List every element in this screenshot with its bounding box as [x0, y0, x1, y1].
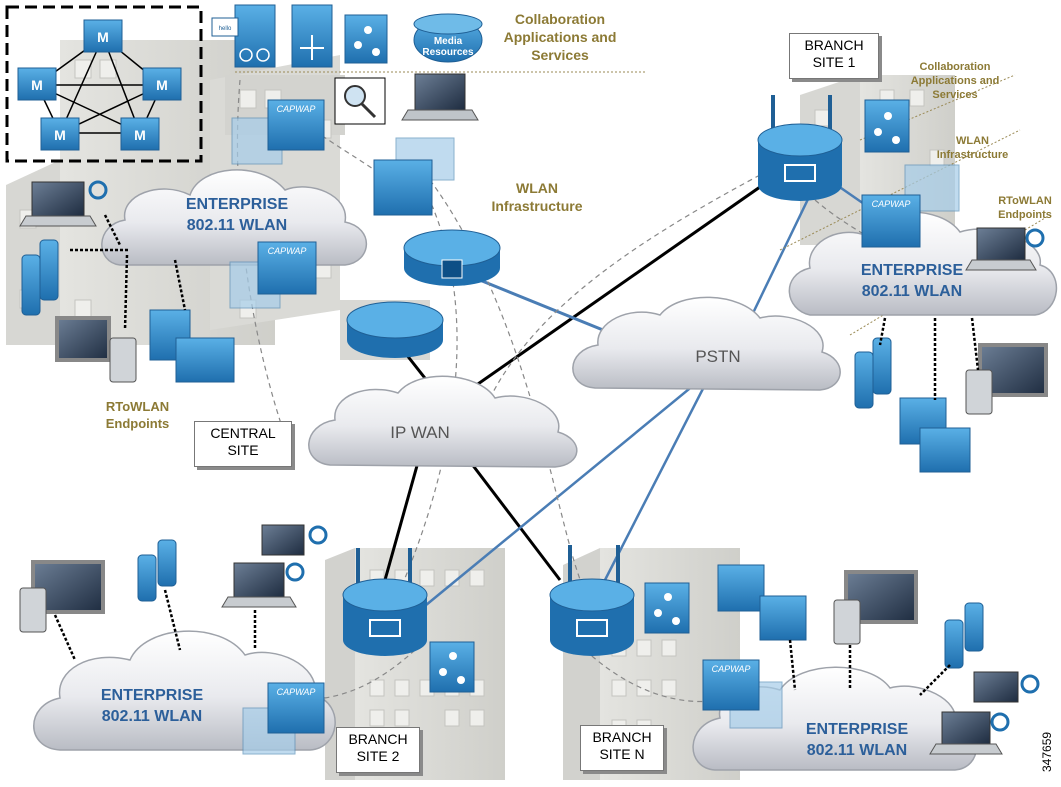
- cluster-node-m-4: M: [54, 127, 66, 143]
- branch1-site-label: BRANCH SITE 1: [789, 33, 879, 79]
- branchn-endpoints: [717, 564, 1040, 755]
- central-endpoints: [19, 180, 235, 383]
- branch1-collab-icon: [864, 99, 910, 153]
- wlan-controller: [403, 229, 501, 286]
- branchn-cloud-title-2: 802.11 WLAN: [807, 742, 907, 759]
- branch2-site-label: BRANCH SITE 2: [336, 727, 420, 773]
- branch2-collab-icon: [429, 641, 475, 693]
- cluster-node-m-5: M: [134, 127, 146, 143]
- central-cloud-title-1: ENTERPRISE: [186, 196, 289, 213]
- hello-label: hello: [219, 26, 232, 32]
- branch2-access-points: [242, 682, 325, 755]
- capwap-label-branch1: CAPWAP: [872, 199, 911, 209]
- branch2-endpoints: [19, 524, 328, 661]
- capwap-label-branch2: CAPWAP: [277, 687, 316, 697]
- branch2-cloud-title-1: ENTERPRISE: [101, 687, 204, 704]
- branchn-access-points: [702, 659, 783, 729]
- wlan-infra-label-branch1: WLAN Infrastructure: [936, 135, 1009, 161]
- branch1-cloud-title-1: ENTERPRISE: [861, 262, 964, 279]
- branchn-collab-icon: [644, 582, 690, 634]
- capwap-label-central-1: CAPWAP: [277, 104, 316, 114]
- management-workstation: [334, 73, 479, 125]
- cluster-node-m-2: M: [31, 77, 43, 93]
- central-access-points: [229, 99, 455, 309]
- branch1-cloud-title-2: 802.11 WLAN: [862, 283, 962, 300]
- pstn-label: PSTN: [695, 347, 740, 366]
- central-router: [346, 301, 444, 358]
- central-site-label: CENTRAL SITE: [194, 421, 292, 467]
- capwap-label-central-2: CAPWAP: [268, 246, 307, 256]
- branch2-router: [342, 548, 428, 656]
- pstn-cloud: [572, 296, 841, 391]
- branch1-endpoints: [854, 227, 1048, 473]
- branch2-cloud-title-2: 802.11 WLAN: [102, 708, 202, 725]
- cluster-node-m-1: M: [97, 29, 109, 45]
- branch1-access-points: [861, 164, 960, 248]
- central-cloud-title-2: 802.11 WLAN: [187, 217, 287, 234]
- branchn-cloud-title-1: ENTERPRISE: [806, 721, 909, 738]
- ip-wan-cloud: [308, 375, 578, 468]
- cluster-node-m-3: M: [156, 77, 168, 93]
- branch1-router: [757, 95, 843, 201]
- collab-label-central: Collaboration Applications and Services: [503, 11, 617, 63]
- capwap-label-branchn: CAPWAP: [712, 664, 751, 674]
- collab-services-icons: [211, 4, 483, 68]
- media-server-cluster: M M M M M: [5, 5, 203, 163]
- collab-label-branch1: Collaboration Applications and Services: [910, 61, 1000, 101]
- ip-wan-label: IP WAN: [390, 423, 450, 442]
- wlan-infra-label-central: WLAN Infrastructure: [491, 180, 583, 214]
- branchn-router: [549, 545, 635, 656]
- central-enterprise-cloud: [101, 169, 368, 266]
- figure-id: 347659: [1040, 731, 1054, 772]
- branchn-site-label: BRANCH SITE N: [580, 725, 664, 771]
- rtowlan-label-branch1: RToWLAN Endpoints: [998, 195, 1052, 221]
- rtowlan-label-central: RToWLAN Endpoints: [105, 399, 170, 431]
